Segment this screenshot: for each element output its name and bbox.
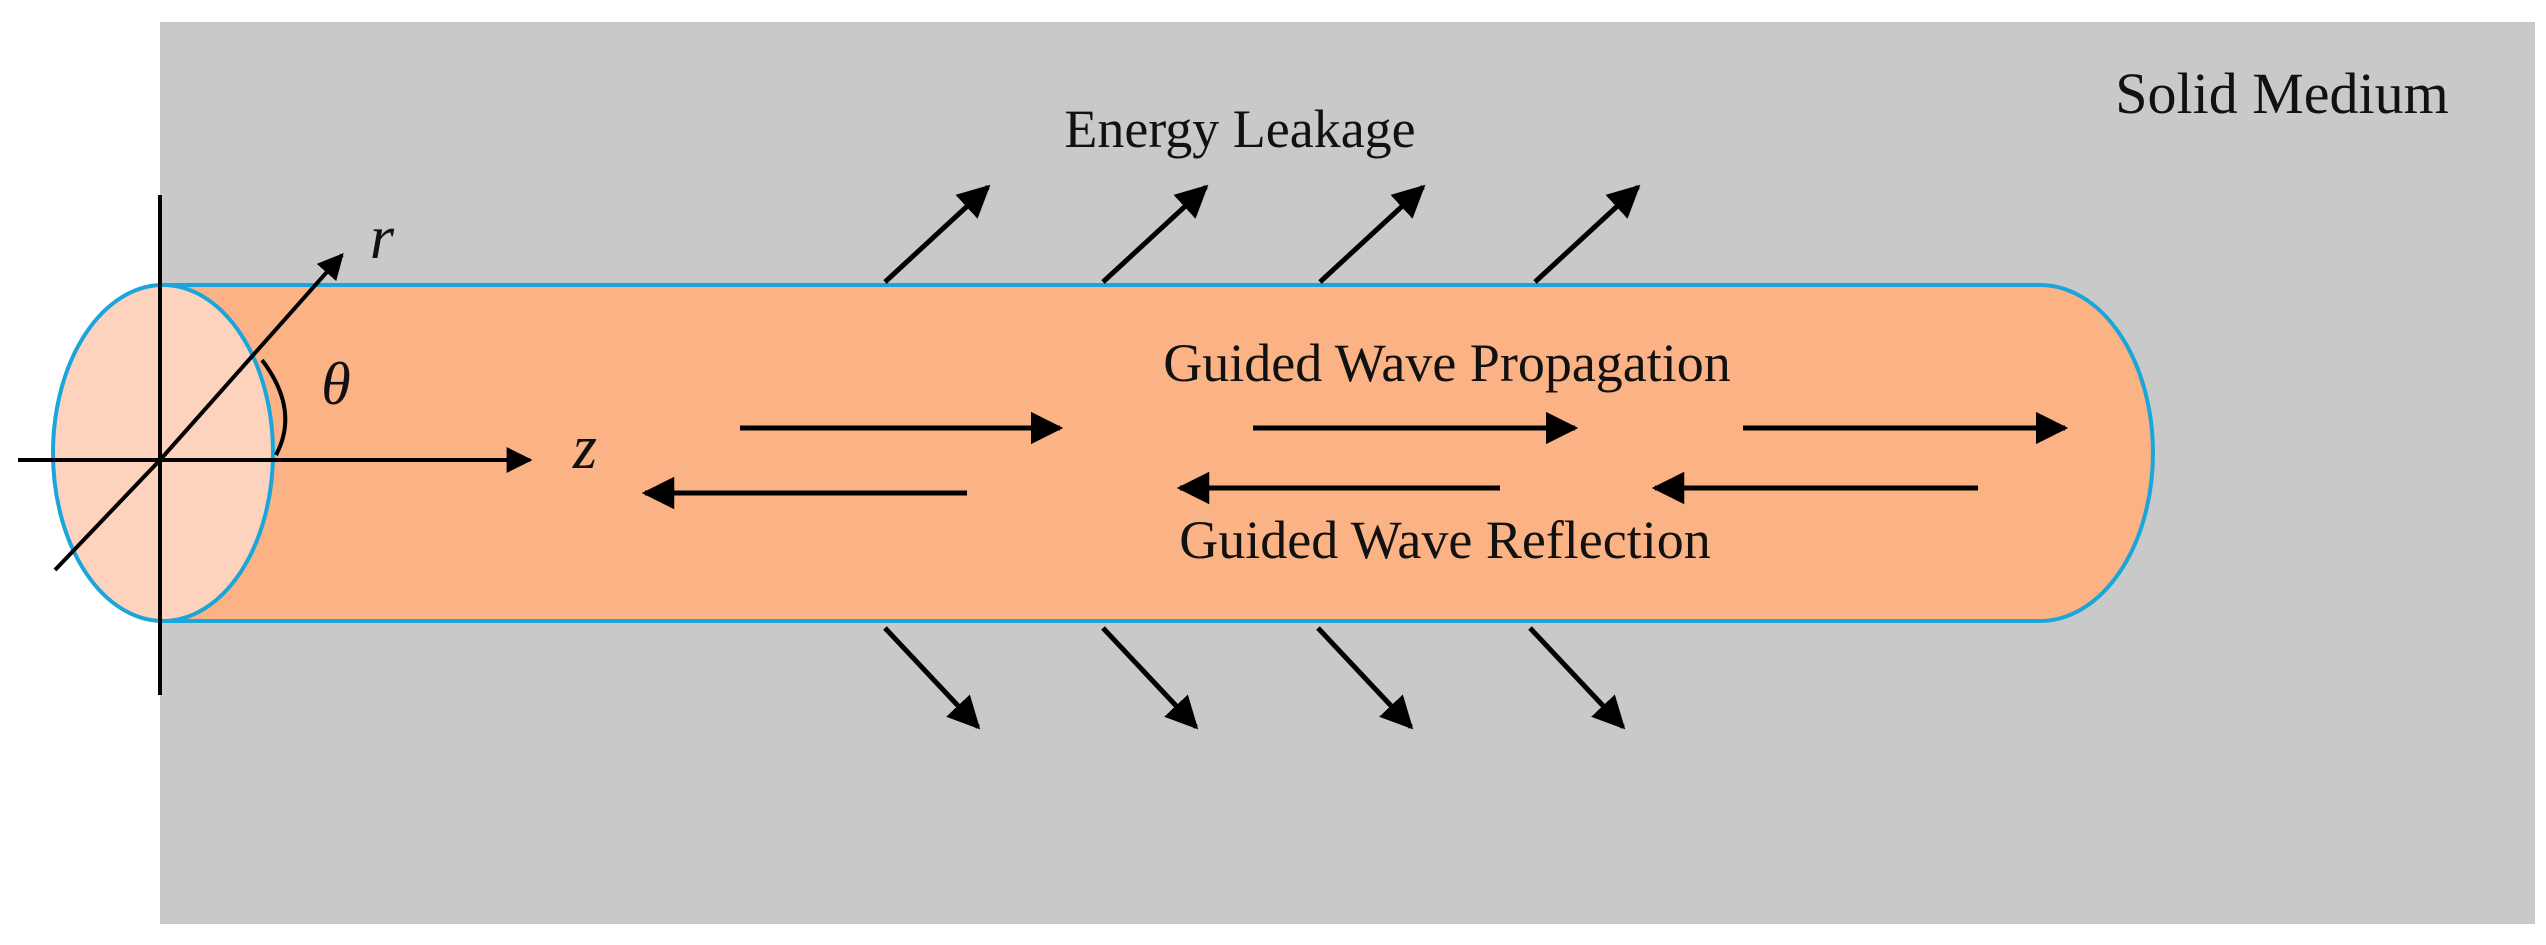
guided-wave-reflection-label: Guided Wave Reflection [1179, 510, 1710, 570]
reflection-arrows [641, 471, 1978, 510]
energy-leakage-arrows-bottom [883, 626, 1626, 730]
leakage-arrow [1101, 184, 1209, 284]
leakage-arrow [1318, 184, 1426, 284]
leakage-arrow [883, 626, 981, 730]
leakage-arrow [883, 184, 991, 284]
cylinder-end-face [51, 283, 275, 623]
guided-wave-propagation-label: Guided Wave Propagation [1163, 333, 1731, 393]
z-axis-label: z [572, 414, 597, 482]
leakage-arrow [1316, 626, 1414, 730]
theta-label: θ [321, 351, 350, 417]
waveguide-cylinder [163, 283, 2155, 623]
r-axis-arrow [158, 253, 344, 462]
energy-leakage-label: Energy Leakage [1064, 99, 1415, 159]
energy-leakage-arrows-top [883, 184, 1641, 284]
r-axis-label: r [370, 204, 395, 272]
leakage-arrow [1528, 626, 1626, 730]
leakage-arrow [1533, 184, 1641, 284]
diagonal-axis [53, 458, 162, 572]
solid-medium-label: Solid Medium [2115, 61, 2449, 126]
leakage-arrow [1101, 626, 1199, 730]
coordinate-axes [18, 195, 533, 695]
theta-angle-arc [260, 358, 288, 456]
